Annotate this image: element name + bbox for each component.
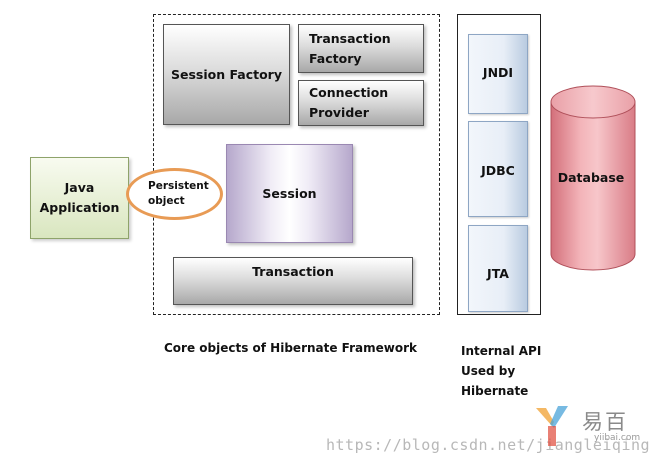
database-label: Database bbox=[557, 170, 625, 185]
jdbc-box: JDBC bbox=[468, 121, 528, 217]
jta-box: JTA bbox=[468, 225, 528, 312]
database-cylinder-icon bbox=[550, 85, 636, 271]
watermark-logo-subtext: yiibai.com bbox=[594, 433, 641, 443]
hibernate-framework-frame bbox=[153, 14, 440, 315]
persistent-object-label: Persistent object bbox=[148, 180, 209, 207]
yiibai-logo-icon bbox=[536, 406, 568, 446]
java-application-box: Java Application bbox=[30, 157, 129, 239]
persistent-object-ellipse: Persistent object bbox=[126, 168, 223, 220]
transaction-factory-label: Transaction Factory bbox=[309, 30, 391, 66]
transaction-label: Transaction bbox=[252, 264, 334, 279]
jndi-label: JNDI bbox=[482, 65, 514, 80]
connection-provider-box: Connection Provider bbox=[298, 80, 424, 126]
framework-caption: Core objects of Hibernate Framework bbox=[164, 341, 417, 355]
internal-api-caption: Internal API Used by Hibernate bbox=[461, 344, 542, 398]
session-factory-label: Session Factory bbox=[170, 67, 282, 82]
session-label: Session bbox=[262, 186, 317, 201]
jta-label: JTA bbox=[487, 266, 509, 281]
transaction-factory-box: Transaction Factory bbox=[298, 24, 424, 73]
java-application-label: Java Application bbox=[39, 180, 120, 215]
watermark-url: https://blog.csdn.net/jiangleiqing bbox=[326, 436, 651, 454]
internal-api-frame bbox=[457, 14, 541, 315]
watermark-logo-text: 易百 bbox=[582, 410, 628, 434]
connection-provider-label: Connection Provider bbox=[309, 85, 389, 120]
jndi-box: JNDI bbox=[468, 34, 528, 114]
session-factory-box: Session Factory bbox=[163, 24, 290, 125]
jdbc-label: JDBC bbox=[481, 163, 515, 178]
session-box: Session bbox=[226, 144, 353, 243]
transaction-box: Transaction bbox=[173, 257, 413, 305]
